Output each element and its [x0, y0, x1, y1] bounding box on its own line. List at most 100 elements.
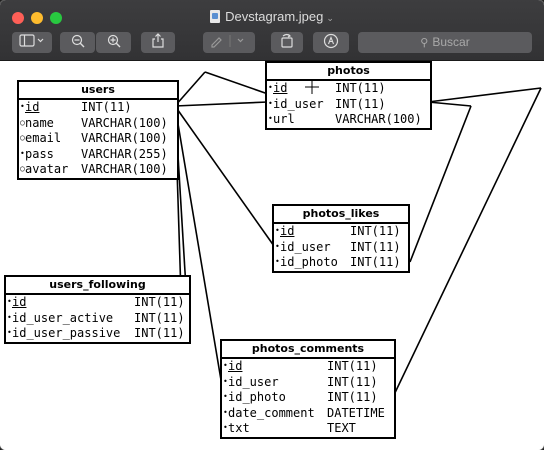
link-users-photos-top-b: [204, 71, 269, 95]
required-marker: •: [7, 328, 12, 337]
column-type: INT(11): [350, 255, 401, 269]
column-name: id_user: [280, 239, 331, 254]
column-type: INT(11): [335, 96, 386, 111]
column-row: •id_user INT(11): [274, 240, 408, 256]
table-header: users: [19, 82, 177, 100]
link-photos-comments-b: [391, 87, 542, 400]
column-row: ○avatar VARCHAR(100): [19, 162, 177, 178]
search-field[interactable]: ⚲Buscar: [358, 32, 532, 53]
column-name: date_comment: [228, 405, 315, 420]
table-header: photos_comments: [222, 341, 394, 359]
required-marker: •: [7, 297, 12, 306]
markup-toolbar-button[interactable]: [203, 32, 255, 53]
zoom-out-button[interactable]: [60, 32, 95, 53]
table-header: users_following: [6, 277, 189, 295]
column-type: VARCHAR(100): [81, 162, 168, 176]
required-marker: •: [223, 361, 228, 370]
column-row: •id_photo INT(11): [222, 390, 394, 406]
link-users-comments-a: [174, 105, 223, 387]
image-file-icon: [210, 10, 221, 23]
table-header: photos_likes: [274, 206, 408, 224]
column-type: TEXT: [327, 421, 356, 435]
link-photos-likes-b: [409, 105, 472, 263]
column-name: avatar: [25, 162, 69, 176]
required-marker: •: [268, 98, 273, 108]
required-marker: •: [7, 312, 12, 322]
column-row: •id_user_passive INT(11): [6, 326, 189, 342]
column-row: •id_user INT(11): [267, 97, 430, 113]
pen-icon: [211, 35, 244, 48]
column-type: INT(11): [134, 295, 185, 309]
required-marker: •: [223, 407, 228, 417]
close-button[interactable]: [12, 12, 24, 24]
rotate-icon: [281, 33, 293, 48]
markup-circle-icon: [323, 33, 339, 49]
column-row: ○email VARCHAR(100): [19, 131, 177, 147]
required-marker: •: [223, 376, 228, 386]
column-row: •url VARCHAR(100): [267, 112, 430, 128]
column-type: INT(11): [350, 224, 401, 238]
share-button[interactable]: [141, 32, 175, 53]
markup-button[interactable]: [313, 32, 349, 53]
table-header: photos: [267, 63, 430, 81]
column-type: INT(11): [350, 239, 401, 254]
nullable-marker: ○: [20, 133, 25, 142]
column-name: id: [228, 359, 243, 373]
column-name: email: [25, 131, 62, 145]
window-title[interactable]: Devstagram.jpeg⌄: [0, 9, 544, 24]
required-marker: •: [223, 423, 228, 432]
required-marker: •: [223, 392, 228, 401]
column-type: INT(11): [81, 100, 132, 114]
link-users-photos: [174, 101, 269, 107]
sidebar-button[interactable]: [12, 32, 52, 53]
column-type: INT(11): [327, 390, 378, 404]
crosshair-cursor-icon: [305, 80, 319, 94]
column-name: id: [25, 100, 40, 114]
sidebar-icon: [19, 34, 44, 47]
link-photos-likes-a: [427, 101, 472, 107]
column-name: name: [25, 115, 54, 130]
column-name: id_user: [273, 96, 324, 111]
rotate-button[interactable]: [271, 32, 303, 53]
zoom-out-icon: [71, 34, 84, 48]
zoom-in-button[interactable]: [96, 32, 131, 53]
search-icon: ⚲: [420, 37, 429, 49]
link-users-photos-top: [174, 71, 206, 107]
minimize-button[interactable]: [31, 12, 43, 24]
column-type: VARCHAR(100): [335, 112, 422, 126]
chevron-down-icon: ⌄: [326, 13, 334, 23]
column-name: id_user: [228, 374, 279, 389]
column-row: •id_photo INT(11): [274, 255, 408, 271]
column-name: txt: [228, 421, 250, 435]
column-name: id_photo: [228, 390, 286, 404]
column-name: id_photo: [280, 255, 338, 269]
zoom-button[interactable]: [50, 12, 62, 24]
column-type: VARCHAR(100): [81, 131, 168, 145]
column-name: id_user_passive: [12, 326, 121, 340]
required-marker: •: [268, 114, 273, 123]
link-users-likes: [174, 105, 275, 247]
column-type: INT(11): [134, 326, 185, 340]
required-marker: •: [275, 241, 280, 251]
required-marker: •: [275, 226, 280, 235]
column-type: INT(11): [335, 81, 386, 95]
column-name: url: [273, 112, 295, 126]
required-marker: •: [275, 257, 280, 266]
zoom-in-icon: [107, 34, 120, 48]
nullable-marker: ○: [20, 164, 25, 173]
window-title-text: Devstagram.jpeg: [225, 9, 324, 24]
required-marker: •: [20, 148, 25, 158]
